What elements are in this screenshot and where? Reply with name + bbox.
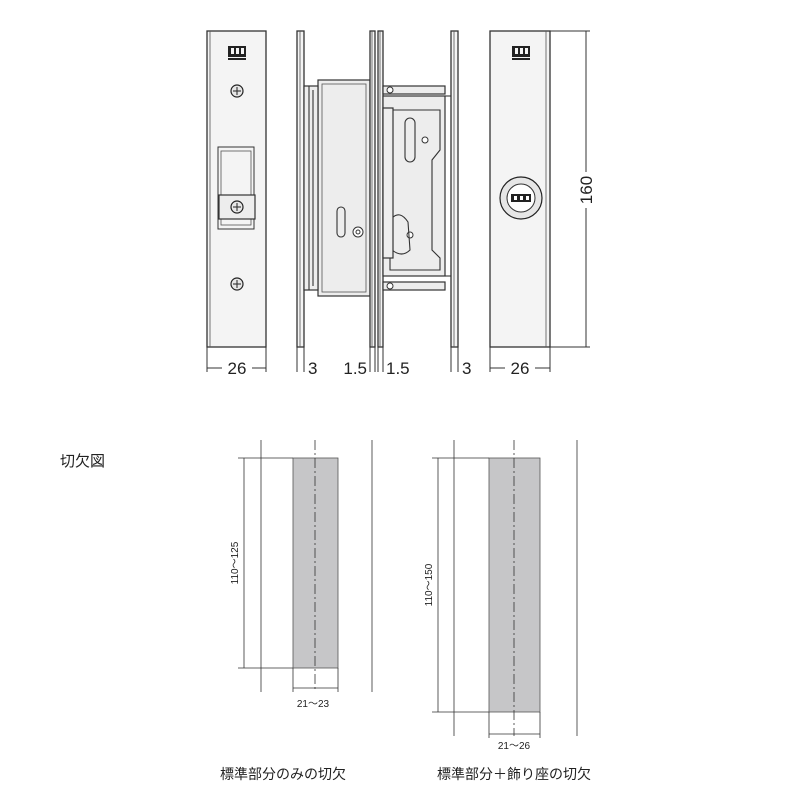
cutout-trim-width: 21～26	[498, 741, 531, 752]
left-face-plate	[206, 30, 267, 348]
cutout-standard-height: 110～125	[230, 541, 241, 584]
dim-left-plate-width: 26	[228, 359, 247, 378]
brand-logo-icon	[228, 46, 246, 60]
right-face-plate	[489, 30, 551, 348]
cutout-trim-caption: 標準部分＋飾り座の切欠	[437, 767, 591, 783]
cutout-standard-caption: 標準部分のみの切欠	[220, 767, 346, 783]
dim-right-body-gap: 3	[462, 359, 471, 378]
cutout-trim-height: 110～150	[424, 563, 435, 606]
cutout-standard-width: 21～23	[297, 699, 330, 710]
screw-icon	[230, 200, 244, 214]
cylinder-key-icon	[499, 176, 543, 220]
brand-logo-icon	[512, 46, 530, 60]
screw-icon	[230, 277, 244, 291]
cutout-with-trim	[432, 440, 578, 738]
dim-left-body-gap: 3	[308, 359, 317, 378]
lock-side-section	[296, 30, 459, 348]
screw-icon	[230, 84, 244, 98]
dim-center-right: 1.5	[386, 359, 410, 378]
dim-right-plate-width: 26	[511, 359, 530, 378]
dim-height: 160	[577, 176, 596, 204]
cutout-title: 切欠図	[60, 452, 105, 470]
dim-center-left: 1.5	[343, 359, 367, 378]
cutout-standard	[238, 440, 373, 692]
